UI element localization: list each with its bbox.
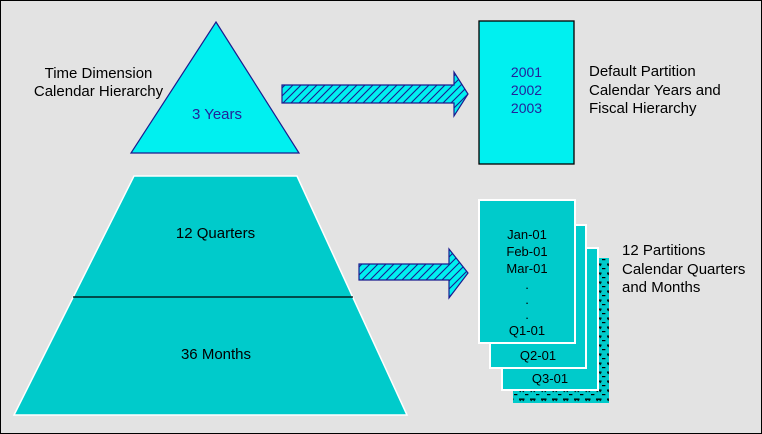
hierarchy-caption: Time Dimension Calendar Hierarchy [16,65,181,101]
ellipsis-dot: . [525,292,529,307]
triangle-label: 3 Years [191,106,243,123]
partitions-caption: 12 Partitions Calendar Quarters and Mont… [622,242,745,298]
months-label: 36 Months [180,346,252,363]
year-box-values: 2001 2002 2003 [479,63,574,117]
year-value: 2003 [510,100,543,116]
hierarchy-caption-line1: Time Dimension [44,65,153,82]
default-partition-caption-line2: Calendar Years and [589,81,721,99]
month-value: Feb-01 [506,244,548,259]
q3-box-label: Q3-01 [531,371,569,386]
year-partition-box [478,20,575,165]
month-box-values: Jan-01 Feb-01 Mar-01 . . . Q1-01 [479,200,575,339]
default-partition-caption: Default Partition Calendar Years and Fis… [589,63,721,119]
arrow-right-top-icon [281,69,469,119]
arrow-right-bottom-icon [358,247,469,300]
partitions-caption-line2: Calendar Quarters [622,260,746,278]
partitions-caption-line1: 12 Partitions [622,242,706,259]
partitions-caption-line3: and Months [622,279,701,296]
quarters-months-trapezoid-shape [12,175,409,416]
default-partition-caption-line3: Fiscal Hierarchy [589,100,697,117]
ellipsis-dot: . [525,307,529,322]
quarters-label: 12 Quarters [175,225,256,242]
years-triangle-shape [129,20,301,154]
q2-box-label: Q2-01 [519,348,557,363]
month-value: Mar-01 [506,261,548,276]
month-value: Jan-01 [507,227,547,242]
quarter-value: Q1-01 [508,323,546,338]
year-value: 2002 [510,82,543,98]
hierarchy-caption-line2: Calendar Hierarchy [33,83,164,100]
ellipsis-dot: . [525,277,529,292]
default-partition-caption-line1: Default Partition [589,63,696,80]
year-value: 2001 [510,64,543,80]
month-partition-box [478,199,576,344]
